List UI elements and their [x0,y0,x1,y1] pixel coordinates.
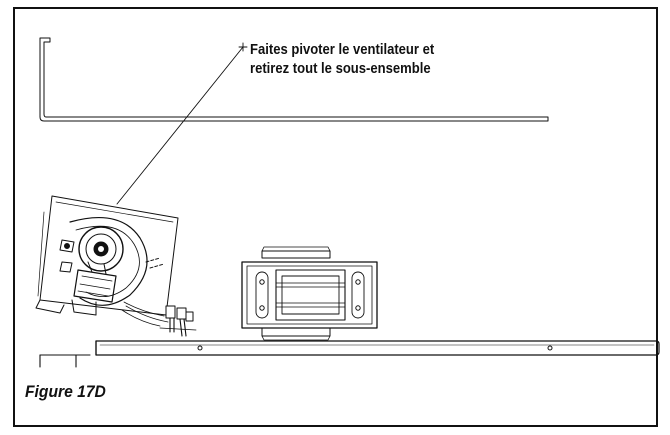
center-bracket [241,246,378,341]
figure-caption: Figure 17D [25,382,106,401]
base-rail [39,340,660,368]
callout-leader-line [116,42,248,205]
callout-line-2: retirez tout le sous-ensemble [250,61,431,77]
blower-fan-assembly [35,195,197,337]
l-shaped-rod [39,37,549,122]
callout-text: Faites pivoter le ventilateur et retirez… [250,41,434,79]
callout-line-1: Faites pivoter le ventilateur et [250,42,435,58]
